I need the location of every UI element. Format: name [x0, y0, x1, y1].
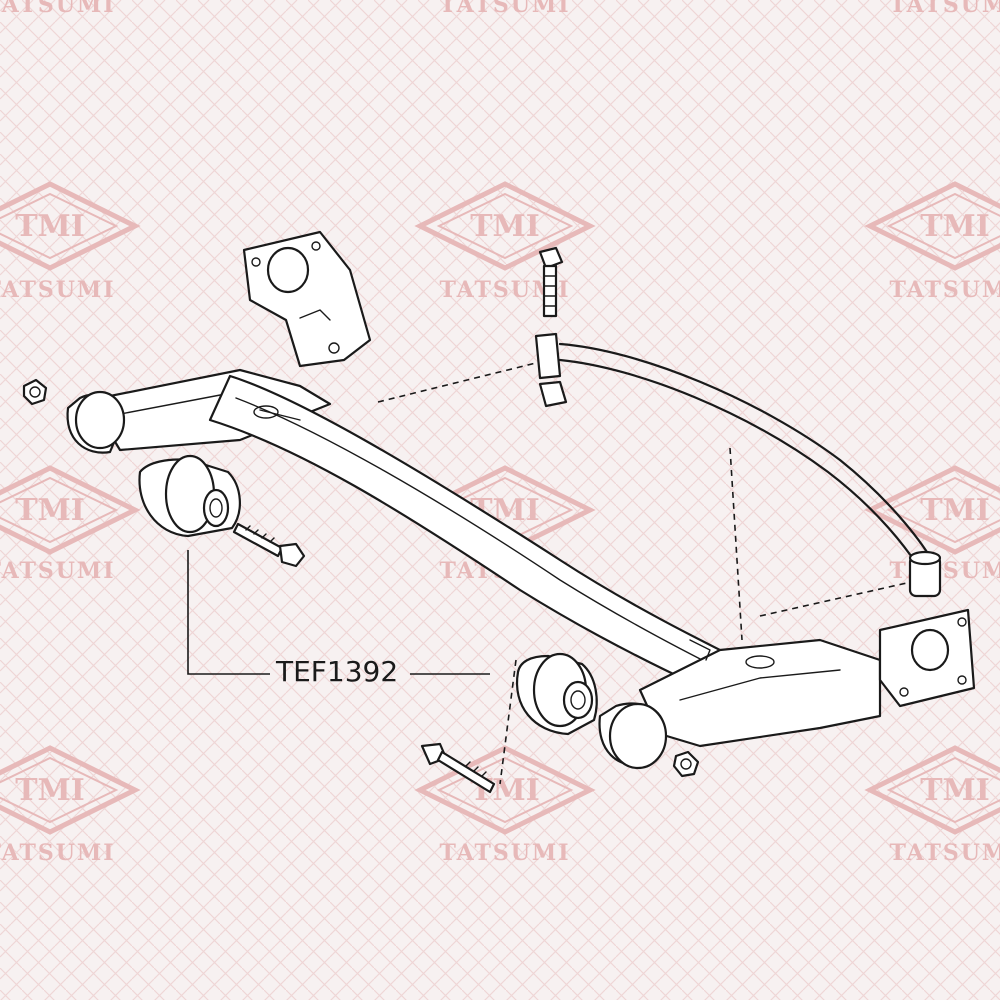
left-nut: [22, 378, 48, 406]
dashed-guide-line: [759, 579, 921, 617]
dashed-guide-line: [729, 447, 743, 641]
watermark-brand-text: TATSUMI: [439, 840, 570, 866]
watermark-logo: TMI: [420, 184, 590, 268]
watermark-logo-text: TMI: [470, 209, 540, 244]
watermark-logo: TMI: [0, 468, 135, 552]
watermark-brand-text: TATSUMI: [439, 0, 570, 18]
watermark-brand-text: TATSUMI: [889, 558, 1000, 584]
stabilizer-bar: [558, 342, 942, 598]
right-bushing-bolt: [420, 742, 496, 794]
watermark-logo-text: TMI: [920, 493, 990, 528]
right-arm-bushing: [598, 702, 668, 770]
watermark-logo-text: TMI: [920, 773, 990, 808]
watermark-logo-text: TMI: [920, 209, 990, 244]
top-mount-bolt: [534, 246, 568, 408]
watermark-logo: TMI: [0, 184, 135, 268]
watermark-logo-text: TMI: [15, 773, 85, 808]
part-number-label: TEF1392: [276, 655, 399, 688]
watermark-brand-text: TATSUMI: [889, 0, 1000, 18]
right-nut: [672, 750, 700, 778]
watermark-brand-text: TATSUMI: [889, 277, 1000, 303]
left-arm-bushing: [66, 390, 126, 454]
watermark-brand-text: TATSUMI: [0, 558, 116, 584]
watermark-logo: TMI: [0, 748, 135, 832]
watermark-brand-text: TATSUMI: [0, 840, 116, 866]
watermark-logo: TMI: [870, 748, 1000, 832]
watermark-brand-text: TATSUMI: [0, 277, 116, 303]
watermark-logo: TMI: [870, 184, 1000, 268]
watermark-brand-text: TATSUMI: [889, 840, 1000, 866]
axle-beam: [88, 230, 976, 748]
dashed-guide-line: [499, 659, 517, 785]
watermark-logo: TMI: [870, 468, 1000, 552]
right-bushing-tef1392: [515, 652, 598, 736]
dashed-guide-line: [377, 361, 541, 403]
left-bushing-tef1392: [138, 454, 241, 538]
label-leader-left: [187, 550, 270, 675]
watermark-logo-text: TMI: [15, 493, 85, 528]
left-bushing-bolt: [232, 522, 306, 568]
watermark-brand-text: TATSUMI: [0, 0, 116, 18]
watermark-logo-text: TMI: [15, 209, 85, 244]
